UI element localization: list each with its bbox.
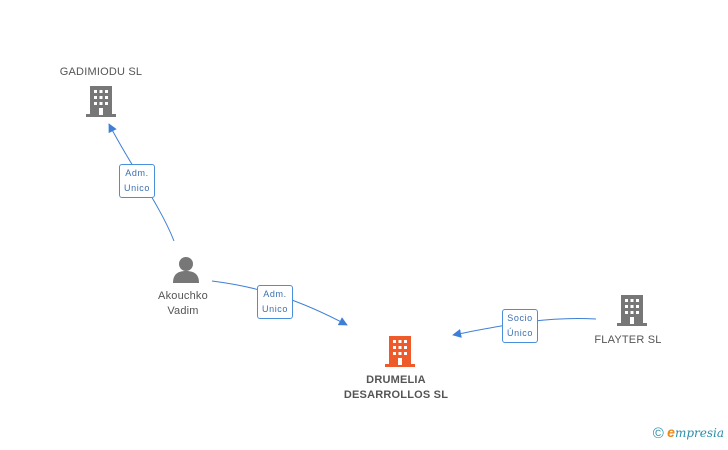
edge-label-adm-unico[interactable]: Adm. Unico: [257, 285, 294, 319]
person-icon[interactable]: [173, 257, 199, 283]
node-label-line: DESARROLLOS SL: [343, 389, 449, 401]
edge-label-line: Unico: [262, 304, 289, 314]
edge-label-line: Adm.: [125, 168, 149, 178]
brand-e: e: [667, 424, 675, 440]
empresia-logo: © empresia: [653, 424, 724, 442]
edge-label-line: Adm.: [263, 289, 287, 299]
node-label-flayter[interactable]: FLAYTER SL: [594, 334, 662, 346]
node-label-line: Akouchko: [158, 290, 208, 302]
edge-label-line: Unico: [124, 183, 151, 193]
building-icon[interactable]: [385, 336, 415, 367]
edge-label-line: Socio: [507, 313, 533, 323]
copyright-icon: ©: [652, 425, 664, 442]
node-label-gadimiodu[interactable]: GADIMIODU SL: [59, 66, 143, 78]
edge-label-adm-unico[interactable]: Adm. Unico: [119, 164, 156, 198]
node-label-drumelia[interactable]: DRUMELIA DESARROLLOS SL: [320, 373, 472, 403]
node-label-akouchko[interactable]: Akouchko Vadim: [130, 289, 236, 319]
node-label-line: Vadim: [167, 305, 199, 317]
node-label-line: DRUMELIA: [366, 374, 426, 386]
building-icon[interactable]: [617, 295, 647, 326]
edge-label-line: Único: [507, 328, 534, 338]
building-icon[interactable]: [86, 86, 116, 117]
edge-label-socio-unico[interactable]: Socio Único: [502, 309, 539, 343]
brand-name: mpresia: [674, 426, 724, 440]
